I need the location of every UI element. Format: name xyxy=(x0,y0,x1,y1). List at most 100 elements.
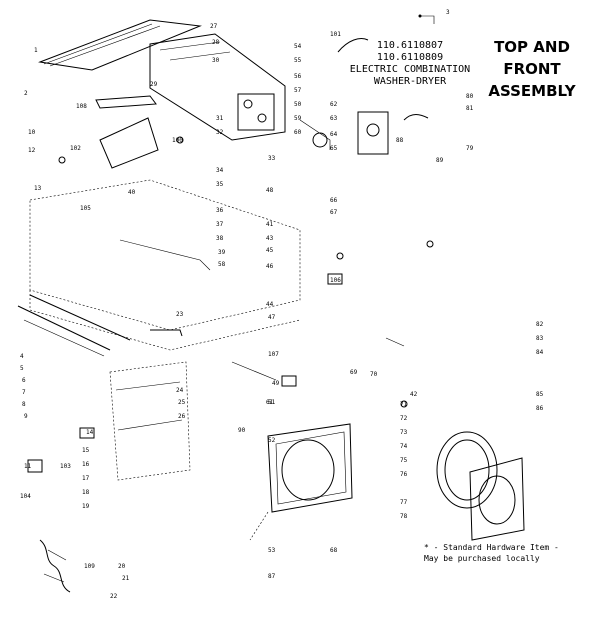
callout: 70 xyxy=(370,371,378,378)
callout: 106 xyxy=(330,277,341,284)
callout: 50 xyxy=(294,101,302,108)
title-line-3: ASSEMBLY xyxy=(488,82,576,100)
callout: 10 xyxy=(28,129,36,136)
callout: 42 xyxy=(410,391,418,398)
callout: 65 xyxy=(330,145,338,152)
callout: 3 xyxy=(446,9,450,16)
callout: 100 xyxy=(172,137,183,144)
callout: 87 xyxy=(268,573,276,580)
model-description-2: WASHER-DRYER xyxy=(373,76,447,87)
callout: 44 xyxy=(266,301,274,308)
callout: 67 xyxy=(330,209,338,216)
small-hardware xyxy=(27,14,435,473)
callout: 32 xyxy=(216,129,224,136)
callout: 58 xyxy=(218,261,226,268)
callout: 53 xyxy=(268,547,276,554)
callout: 5 xyxy=(20,365,24,372)
model-number-1: 110.6110807 xyxy=(376,40,444,51)
callout: 64 xyxy=(330,131,338,138)
callout: 55 xyxy=(294,57,302,64)
callout: 21 xyxy=(122,575,130,582)
callout: 56 xyxy=(294,73,302,80)
model-info: 110.6110807 110.6110809 ELECTRIC COMBINA… xyxy=(340,40,480,88)
title-line-1: TOP AND xyxy=(494,38,570,56)
callout: 31 xyxy=(216,115,224,122)
callout: 71 xyxy=(400,401,408,408)
base-rails xyxy=(17,305,183,357)
legend-line-1: * - Standard Hardware Item - xyxy=(424,543,559,552)
callout: 54 xyxy=(294,43,302,50)
callout-numbers: 1 2 3 4 5 6 7 8 9 10 11 12 13 14 15 16 1… xyxy=(20,9,544,600)
callout: 33 xyxy=(268,155,276,162)
callout: 35 xyxy=(216,181,224,188)
callout: 16 xyxy=(82,461,90,468)
callout: 83 xyxy=(536,335,544,342)
callout: 17 xyxy=(82,475,90,482)
callout: 38 xyxy=(216,235,224,242)
callout: 101 xyxy=(330,31,341,38)
callout: 85 xyxy=(536,391,544,398)
callout: 72 xyxy=(400,415,408,422)
callout: 41 xyxy=(266,221,274,228)
callout: 18 xyxy=(82,489,90,496)
callout: 76 xyxy=(400,471,408,478)
callout: 66 xyxy=(330,197,338,204)
wiring-harness xyxy=(39,539,71,593)
callout: 12 xyxy=(28,147,36,154)
filter-panel xyxy=(95,95,159,169)
callout: 37 xyxy=(216,221,224,228)
callout: 22 xyxy=(110,593,118,600)
callout: 51 xyxy=(268,399,276,406)
legend-line-2: May be purchased locally xyxy=(424,554,540,563)
callout: 75 xyxy=(400,457,408,464)
callout: 15 xyxy=(82,447,90,454)
callout: 61 xyxy=(266,399,274,406)
callout: 13 xyxy=(34,185,42,192)
callout: 63 xyxy=(330,115,338,122)
callout: 36 xyxy=(216,207,224,214)
callout: 104 xyxy=(20,493,31,500)
callout: 79 xyxy=(466,145,474,152)
callout: 57 xyxy=(294,87,302,94)
callout: 26 xyxy=(178,413,186,420)
callout: 105 xyxy=(80,205,91,212)
callout: 68 xyxy=(330,547,338,554)
callout: 69 xyxy=(350,369,358,376)
callout: 19 xyxy=(82,503,90,510)
model-number-2: 110.6110809 xyxy=(376,52,444,63)
callout: 73 xyxy=(400,429,408,436)
callout: 30 xyxy=(212,57,220,64)
callout: 40 xyxy=(128,189,136,196)
callout: 28 xyxy=(212,39,220,46)
hardware-legend: * - Standard Hardware Item - May be purc… xyxy=(424,542,604,564)
handle-parts xyxy=(337,38,429,121)
callout: 52 xyxy=(268,437,276,444)
callout: 34 xyxy=(216,167,224,174)
callout: 80 xyxy=(466,93,474,100)
callout: 24 xyxy=(176,387,184,394)
callout: 14 xyxy=(86,429,94,436)
callout: 49 xyxy=(272,380,280,387)
door-assembly xyxy=(436,431,525,541)
callout: 59 xyxy=(294,115,302,122)
callout: 60 xyxy=(294,129,302,136)
callout: 20 xyxy=(118,563,126,570)
callout: 90 xyxy=(238,427,246,434)
callout: 45 xyxy=(266,247,274,254)
inner-frame xyxy=(109,361,191,481)
front-panel-frame xyxy=(249,423,353,541)
callout: 27 xyxy=(210,23,218,30)
callout: 47 xyxy=(268,314,276,321)
callout: 4 xyxy=(20,353,24,360)
callout: 84 xyxy=(536,349,544,356)
callout: 39 xyxy=(218,249,226,256)
callout: 11 xyxy=(24,463,32,470)
assembly-title: TOP AND FRONT ASSEMBLY xyxy=(470,36,594,102)
callout: 9 xyxy=(24,413,28,420)
callout: 8 xyxy=(22,401,26,408)
control-console xyxy=(149,33,286,141)
callout: 108 xyxy=(76,103,87,110)
callout: 23 xyxy=(176,311,184,318)
model-description-1: ELECTRIC COMBINATION xyxy=(349,64,471,75)
